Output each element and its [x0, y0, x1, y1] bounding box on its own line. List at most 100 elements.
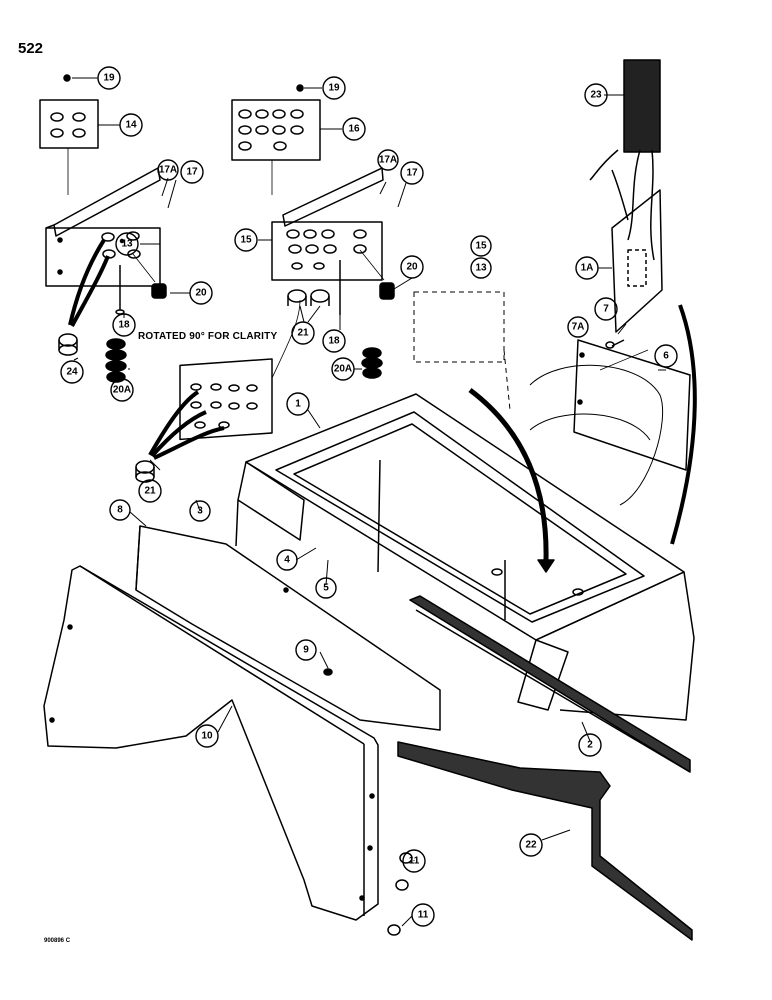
callout-label: 24: [66, 367, 78, 378]
callout-label: 3: [197, 506, 203, 517]
knobs-21-upper: [287, 289, 330, 306]
leader-lines: [72, 77, 666, 927]
trim-strip-2: [409, 595, 691, 773]
phantom-outline: [529, 364, 664, 506]
callout-label: 17: [406, 168, 418, 179]
panel-1a: [599, 189, 697, 545]
callout-17a-b: [377, 149, 399, 171]
callout-11: [402, 849, 426, 873]
callout-label: 15: [240, 235, 252, 246]
callout-11b: [411, 903, 435, 927]
callout-label: 7A: [572, 322, 585, 333]
callout-20a: [110, 378, 134, 402]
callout-label: 4: [284, 555, 290, 566]
callout-14: [119, 113, 143, 137]
callout-label: 11: [409, 856, 420, 867]
trim-strip-22: [397, 741, 693, 941]
callout-17b: [400, 161, 424, 185]
decal-plate-16: [231, 84, 321, 195]
callout-4: [276, 549, 298, 571]
callout-label: 1: [295, 399, 301, 410]
callout-label: 23: [590, 90, 602, 101]
fasteners: [323, 668, 413, 936]
callout-label: 8: [117, 505, 123, 516]
page-number: 522: [18, 40, 44, 57]
callout-13b: [470, 257, 492, 279]
callout-label: 10: [201, 731, 213, 742]
callout-1: [286, 392, 310, 416]
switch-20a-right: [361, 347, 383, 379]
callout-15: [234, 228, 258, 252]
screw-7: [605, 339, 625, 349]
callout-20: [189, 281, 213, 305]
callout-label: 13: [121, 239, 133, 250]
callout-18b: [322, 329, 346, 353]
callout-label: 5: [323, 583, 329, 594]
knob-21-lower: [135, 460, 155, 483]
callout-5: [315, 577, 337, 599]
callout-label: 17A: [159, 165, 177, 176]
connector-23: [589, 59, 661, 261]
bracket-15: [271, 167, 395, 315]
callout-label: 18: [328, 336, 340, 347]
callout-2: [578, 733, 602, 757]
callout-9: [295, 639, 317, 661]
callout-label: 1A: [581, 263, 594, 274]
bracket-13: [45, 167, 167, 327]
callout-label: 22: [525, 840, 537, 851]
callout-label: 15: [475, 241, 487, 252]
callout-1a: [575, 256, 599, 280]
callout-label: 18: [118, 320, 130, 331]
drawing-code: 900896 C: [44, 938, 71, 944]
callout-7a: [567, 316, 589, 338]
callout-23: [584, 83, 608, 107]
callout-label: 20: [195, 288, 207, 299]
callout-label: 20: [406, 262, 418, 273]
callout-label: 11: [418, 910, 429, 921]
decal-plate-14: [39, 74, 99, 195]
rotation-note: ROTATED 90° FOR CLARITY: [138, 331, 278, 342]
callout-label: 14: [125, 120, 137, 131]
callout-label: 17: [186, 167, 198, 178]
callout-17a: [157, 159, 179, 181]
callout-24: [60, 360, 84, 384]
callout-label: 20A: [113, 385, 131, 396]
callout-21: [291, 321, 315, 345]
callout-label: 13: [475, 263, 487, 274]
callout-21b: [138, 479, 162, 503]
callout-20a-b: [331, 357, 355, 381]
callout-label: 21: [297, 328, 309, 339]
panel-6: [573, 339, 691, 471]
panel-10: [43, 565, 379, 921]
callout-label: 17A: [379, 155, 397, 166]
callout-6: [654, 344, 678, 368]
switch-20a-left: [105, 338, 127, 383]
callout-label: 9: [303, 645, 309, 656]
console-1: [235, 388, 695, 721]
callout-label: 16: [348, 124, 360, 135]
callout-label: 6: [663, 351, 669, 362]
callout-label: 7: [603, 304, 609, 315]
callout-17: [180, 160, 204, 184]
callout-label: 19: [103, 73, 115, 84]
callout-label: 19: [328, 83, 340, 94]
callout-19b: [322, 76, 346, 100]
callout-19: [97, 66, 121, 90]
callout-label: 20A: [334, 364, 352, 375]
callout-7: [594, 297, 618, 321]
callout-18: [112, 313, 136, 337]
phantom-panel: [413, 291, 511, 411]
callout-22: [519, 833, 543, 857]
callout-16: [342, 117, 366, 141]
callout-20b: [400, 255, 424, 279]
callout-13: [115, 232, 139, 256]
knob-24: [58, 333, 78, 356]
callout-15b: [470, 235, 492, 257]
callouts: [60, 66, 678, 927]
callout-8: [109, 499, 131, 521]
rotated-panel: [148, 299, 301, 460]
callout-10: [195, 724, 219, 748]
callout-label: 2: [587, 740, 593, 751]
